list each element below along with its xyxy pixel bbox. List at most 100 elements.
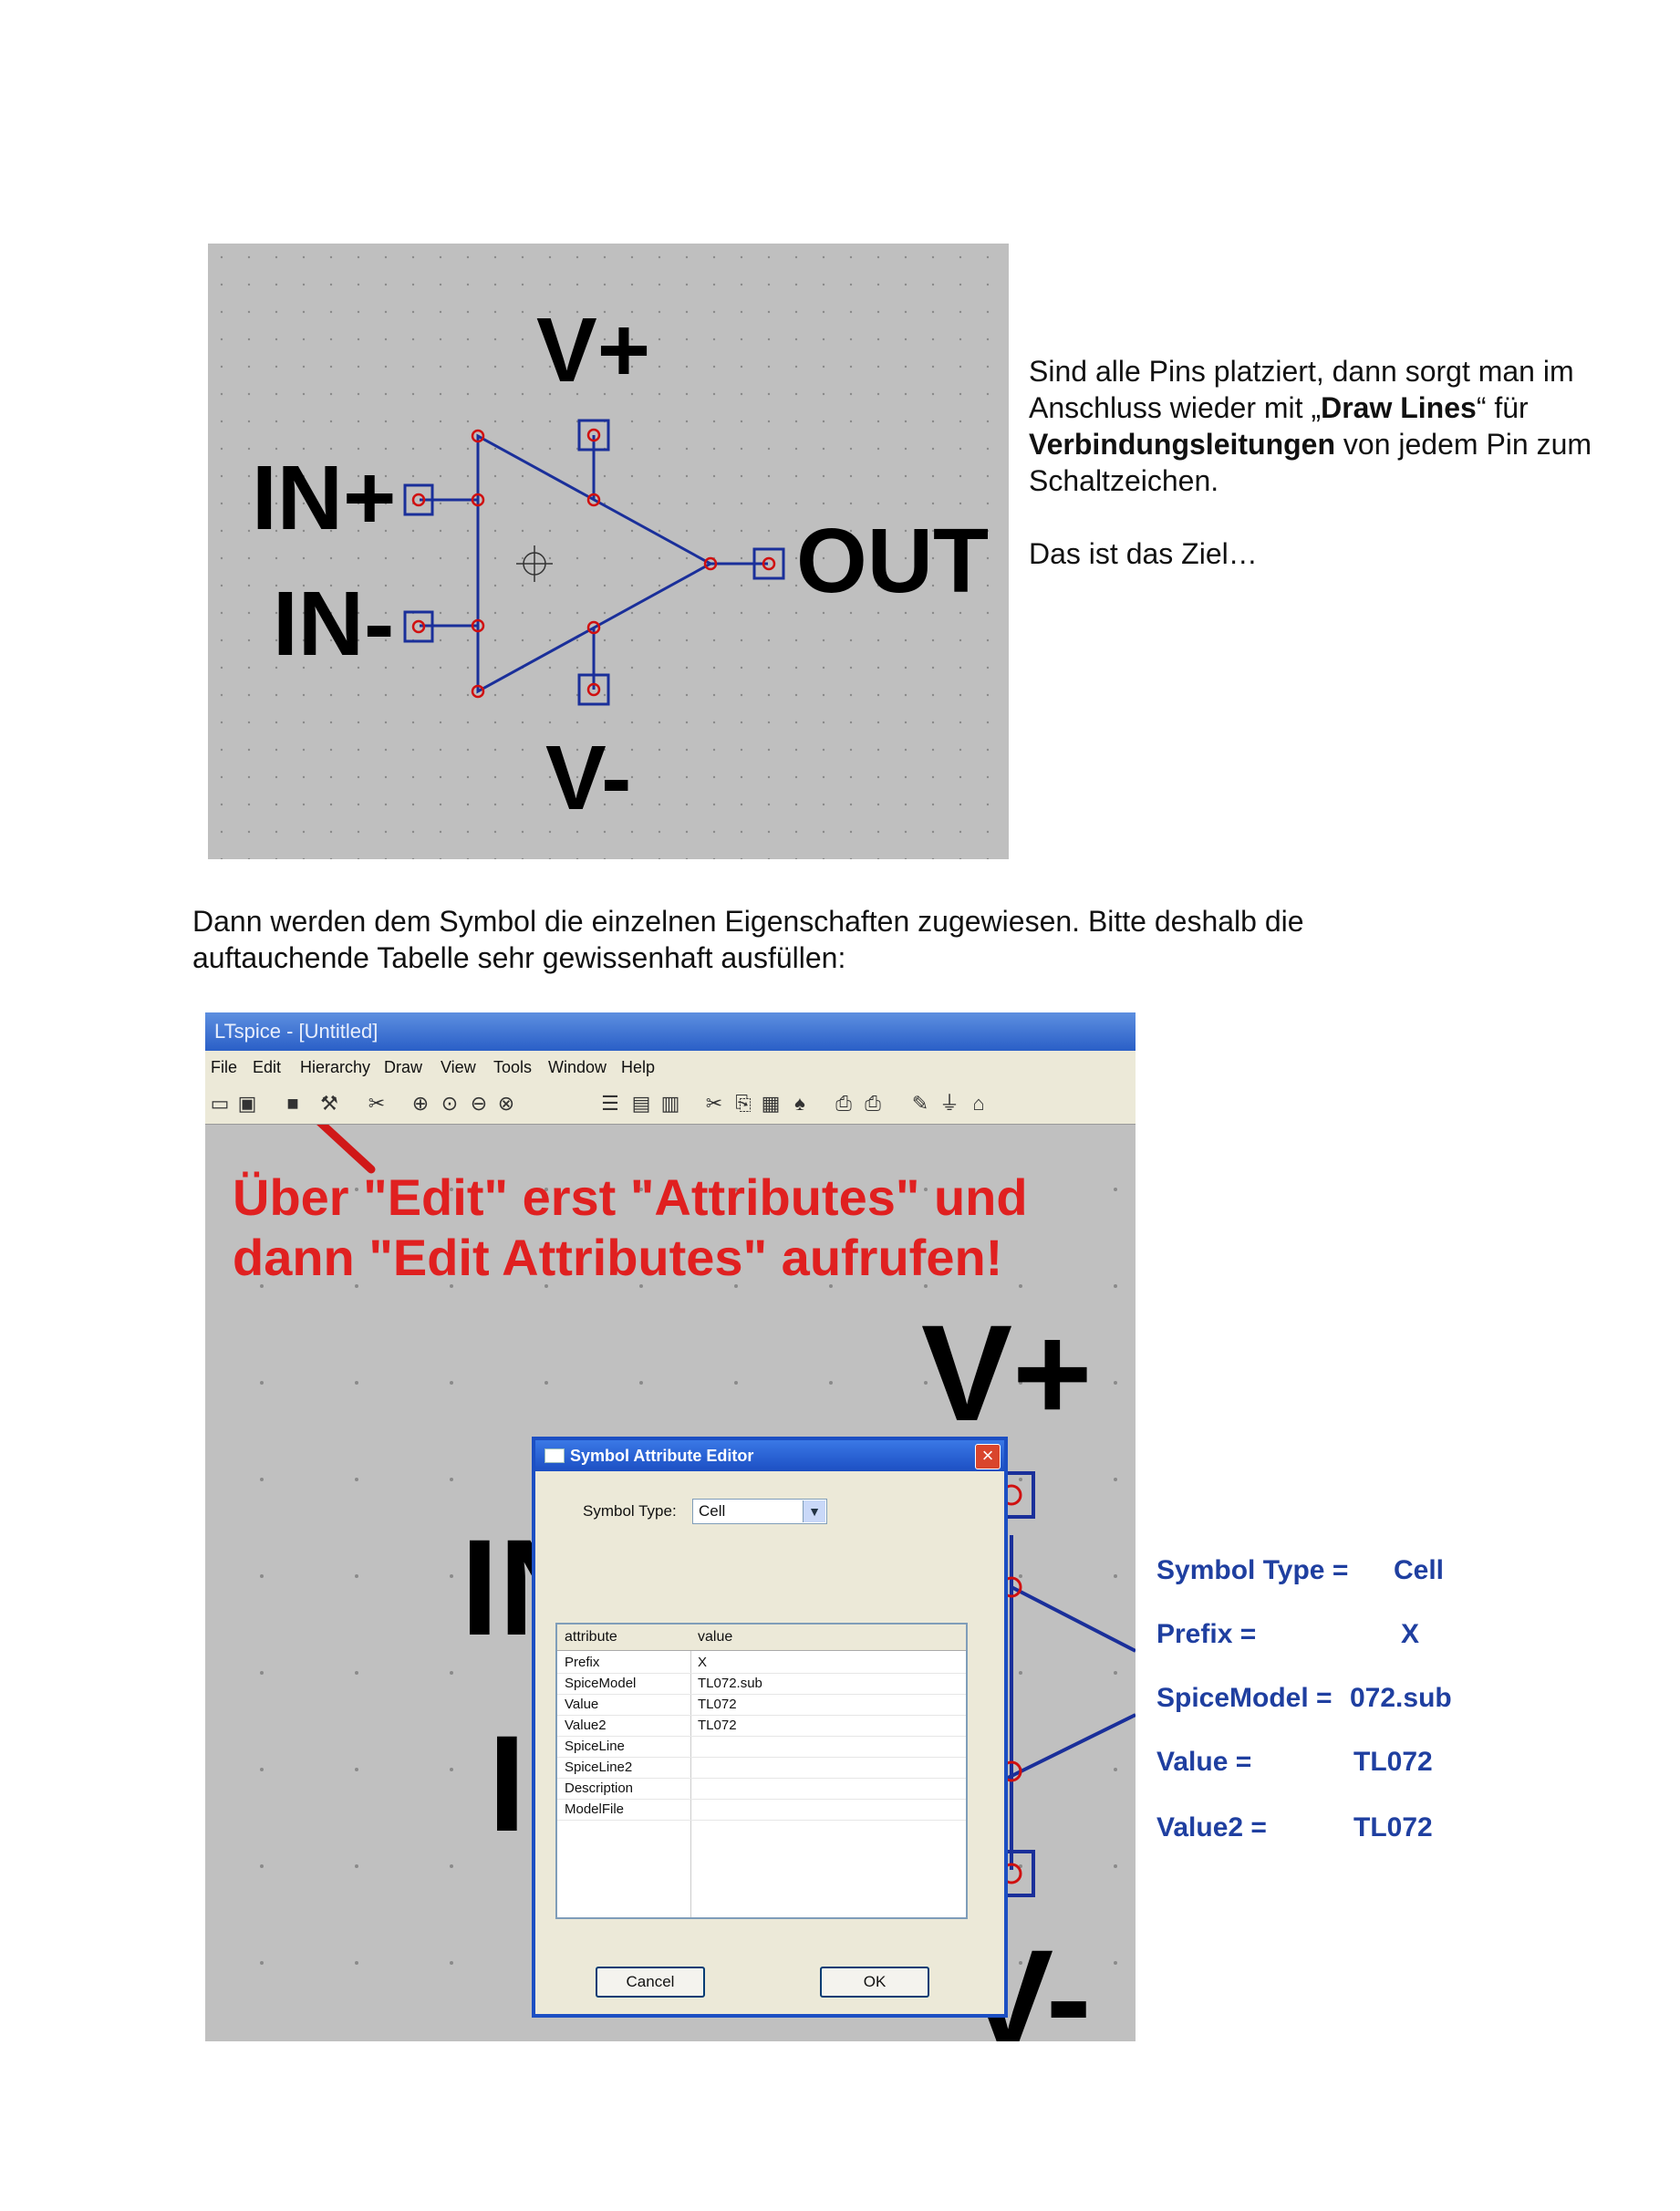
- symbol-type-select[interactable]: Cell ▼: [692, 1499, 827, 1524]
- copy-icon[interactable]: ⎘: [735, 1092, 752, 1115]
- ok-button[interactable]: OK: [820, 1967, 929, 1998]
- attribute-name: Value: [565, 1697, 599, 1712]
- attribute-table[interactable]: attribute value Prefix X SpiceModel TL072.…: [555, 1623, 968, 1919]
- label-in-plus: IN+: [252, 447, 397, 549]
- attribute-value: X: [698, 1655, 708, 1670]
- zoom-fit-icon[interactable]: ⊗: [497, 1092, 515, 1115]
- callout-line-1: Über "Edit" erst "Attributes" und: [233, 1168, 1028, 1226]
- annotation-value: X: [1401, 1619, 1420, 1649]
- annotation-symbol-type: Symbol Type = Cell: [1156, 1555, 1444, 1586]
- table-row[interactable]: SpiceLine: [557, 1736, 966, 1758]
- label-icon[interactable]: ⌂: [972, 1092, 985, 1115]
- attribute-name: SpiceLine: [565, 1739, 625, 1754]
- close-button[interactable]: ×: [975, 1444, 1001, 1469]
- new-icon[interactable]: ▭: [210, 1092, 230, 1115]
- column-header-value[interactable]: value: [698, 1629, 733, 1645]
- table-row[interactable]: ModelFile: [557, 1799, 966, 1821]
- callout-instruction: Über "Edit" erst "Attributes" und dann "…: [233, 1168, 1108, 1288]
- table-row[interactable]: Value2 TL072: [557, 1715, 966, 1737]
- menu-view[interactable]: View: [441, 1058, 476, 1076]
- find-icon[interactable]: ♠: [794, 1092, 805, 1115]
- annotation-value: TL072: [1353, 1812, 1433, 1842]
- origin-crosshair-icon: [516, 545, 553, 582]
- menu-window[interactable]: Window: [548, 1058, 607, 1076]
- opamp-symbol-figure: V+ IN+ IN- OUT V-: [208, 244, 1009, 859]
- column-header-attribute[interactable]: attribute: [565, 1629, 617, 1645]
- tile-horizontal-icon[interactable]: ☰: [601, 1092, 619, 1115]
- table-header: attribute value: [557, 1625, 966, 1651]
- side-text-part: Sind alle Pins platziert, dann sorgt man…: [1029, 355, 1574, 424]
- menu-help[interactable]: Help: [621, 1058, 656, 1076]
- cancel-button[interactable]: Cancel: [596, 1967, 705, 1998]
- paste-icon[interactable]: ▦: [761, 1092, 781, 1115]
- cut-icon[interactable]: ✂: [705, 1092, 723, 1115]
- pin-box-out: [752, 547, 785, 580]
- annotation-key: SpiceModel =: [1156, 1683, 1333, 1713]
- annotation-value2: Value2 =TL072: [1156, 1812, 1433, 1843]
- annotation-spicemodel: SpiceModel = 072.sub: [1156, 1683, 1452, 1714]
- attribute-name: ModelFile: [565, 1801, 625, 1817]
- zoom-out-icon[interactable]: ⊖: [470, 1092, 488, 1115]
- side-text-bold-verbindungsleitungen: Verbindungsleitungen: [1029, 428, 1336, 461]
- table-row[interactable]: Prefix X: [557, 1652, 966, 1674]
- attribute-value: TL072: [698, 1718, 737, 1733]
- control-panel-icon[interactable]: ⚒: [320, 1092, 338, 1115]
- label-vplus: V+: [536, 299, 651, 401]
- canvas-label-vplus: V+: [921, 1296, 1093, 1449]
- dialog-title: Symbol Attribute Editor: [535, 1440, 1004, 1471]
- annotation-value: Value = TL072: [1156, 1747, 1433, 1778]
- attribute-name: SpiceModel: [565, 1676, 637, 1691]
- attribute-name: Description: [565, 1780, 634, 1796]
- annotation-key: Symbol Type =: [1156, 1555, 1349, 1585]
- side-text-bold-draw-lines: Draw Lines: [1321, 391, 1477, 424]
- print-preview-icon[interactable]: ⎙: [835, 1092, 852, 1115]
- dialog-window-icon: [544, 1448, 565, 1463]
- open-icon[interactable]: ▣: [237, 1092, 257, 1115]
- attribute-name: SpiceLine2: [565, 1759, 633, 1775]
- cascade-icon[interactable]: ▤: [631, 1092, 651, 1115]
- annotation-value: Cell: [1394, 1555, 1445, 1585]
- annotation-key: Prefix =: [1156, 1619, 1257, 1649]
- symbol-type-value: Cell: [699, 1502, 726, 1520]
- save-icon[interactable]: ■: [286, 1092, 299, 1115]
- print-icon[interactable]: ⎙: [865, 1092, 881, 1115]
- attribute-value: TL072.sub: [698, 1676, 762, 1691]
- table-row[interactable]: SpiceModel TL072.sub: [557, 1673, 966, 1695]
- menu-edit[interactable]: Edit: [253, 1058, 282, 1076]
- ltspice-screenshot: LTspice - [Untitled] File Edit Hierarchy…: [205, 1012, 1136, 2041]
- table-row[interactable]: Value TL072: [557, 1694, 966, 1716]
- ground-icon[interactable]: ⏚: [939, 1092, 959, 1115]
- annotation-key: Value =: [1156, 1747, 1252, 1777]
- draw-line-icon[interactable]: ✎: [911, 1092, 929, 1115]
- table-row[interactable]: SpiceLine2: [557, 1757, 966, 1779]
- attribute-name: Value2: [565, 1718, 607, 1733]
- symbol-type-label: Symbol Type:: [583, 1502, 677, 1520]
- instruction-paragraph: Dann werden dem Symbol die einzelnen Eig…: [192, 903, 1469, 976]
- attribute-value: TL072: [698, 1697, 737, 1712]
- window-titlebar: LTspice - [Untitled]: [205, 1012, 1136, 1051]
- menu-tools[interactable]: Tools: [493, 1058, 533, 1076]
- zoom-pan-icon[interactable]: ⊙: [441, 1092, 459, 1115]
- label-vminus: V-: [545, 727, 632, 829]
- menu-hierarchy[interactable]: Hierarchy: [300, 1058, 371, 1076]
- annotation-value: 072.sub: [1350, 1683, 1452, 1713]
- side-text-part: von jedem Pin zum Schaltzeichen.: [1029, 428, 1592, 497]
- annotation-prefix: Prefix = X: [1156, 1619, 1419, 1650]
- annotation-value: TL072: [1353, 1747, 1433, 1777]
- menu-draw[interactable]: Draw: [384, 1058, 423, 1076]
- callout-line-2: dann "Edit Attributes" aufrufen!: [233, 1229, 1003, 1286]
- table-row[interactable]: Description: [557, 1778, 966, 1800]
- pin-box-vminus: [577, 673, 610, 706]
- attribute-name: Prefix: [565, 1655, 600, 1670]
- zoom-in-icon[interactable]: ⊕: [411, 1092, 430, 1115]
- chevron-down-icon[interactable]: ▼: [803, 1500, 825, 1522]
- label-in-minus: IN-: [273, 573, 395, 675]
- tile-vertical-icon[interactable]: ▥: [660, 1092, 680, 1115]
- side-description: Sind alle Pins platziert, dann sorgt man…: [1029, 353, 1622, 572]
- run-icon[interactable]: ✂: [368, 1092, 386, 1115]
- menu-file[interactable]: File: [211, 1058, 238, 1076]
- symbol-attribute-editor-dialog: Symbol Attribute Editor × Symbol Type: C…: [532, 1437, 1008, 2018]
- toolbar: ▭ ▣ ■ ⚒ ✂ ⊕ ⊙ ⊖ ⊗ ☰ ▤ ▥ ✂ ⎘ ▦ ♠ ⎙ ⎙ ✎ ⏚ …: [205, 1084, 1136, 1125]
- side-paragraph-2: Das ist das Ziel…: [1029, 537, 1258, 570]
- pin-box-in-minus: [403, 610, 434, 643]
